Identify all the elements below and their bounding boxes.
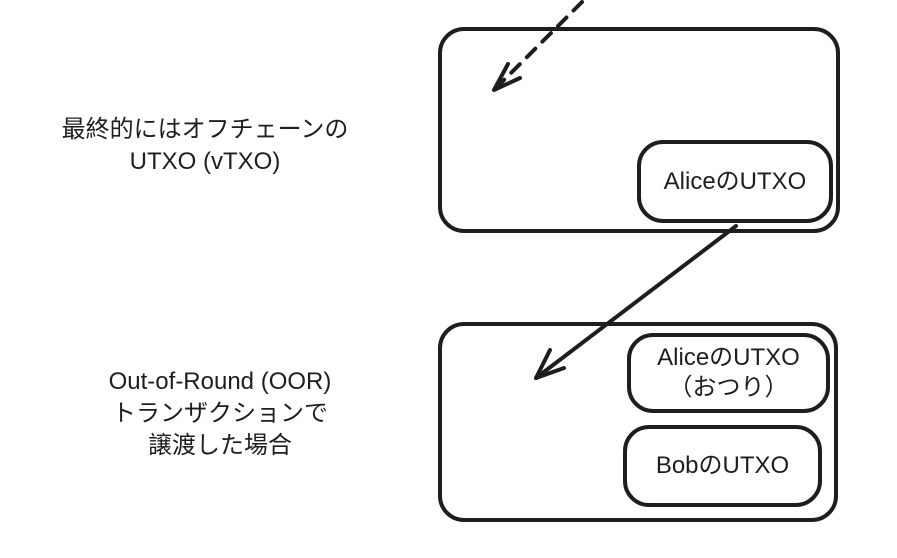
dashed-arrow-line — [492, 0, 584, 92]
oor-label-line2: トランザクションで — [112, 400, 328, 427]
transfer-arrow-head — [534, 348, 566, 380]
top-alice-utxo-box: AliceのUTXO — [637, 140, 833, 223]
dashed-arrow-head — [492, 62, 522, 92]
transfer-arrow-line — [534, 224, 738, 380]
alice-change-utxo-box: AliceのUTXO （おつり） — [627, 333, 830, 413]
oor-transfer-label: Out-of-Round (OOR) トランザクションで 譲渡した場合 — [20, 366, 420, 462]
bob-utxo-text: BobのUTXO — [655, 452, 790, 479]
offchain-label-line1: 最終的にはオフチェーンの — [61, 116, 349, 143]
offchain-label-line2: UTXO (vTXO) — [129, 148, 281, 175]
alice-change-text-line2: （おつり） — [668, 374, 789, 401]
bob-utxo-box: BobのUTXO — [623, 425, 822, 507]
top-vtxo-container — [438, 27, 840, 233]
bottom-vtxo-container — [438, 322, 838, 522]
alice-change-text-line1: AliceのUTXO — [657, 344, 800, 371]
oor-label-line3: 譲渡した場合 — [148, 432, 292, 459]
offchain-vtxo-label: 最終的にはオフチェーンの UTXO (vTXO) — [20, 114, 390, 178]
top-alice-utxo-text: AliceのUTXO — [663, 167, 807, 195]
oor-label-line1: Out-of-Round (OOR) — [108, 368, 332, 395]
